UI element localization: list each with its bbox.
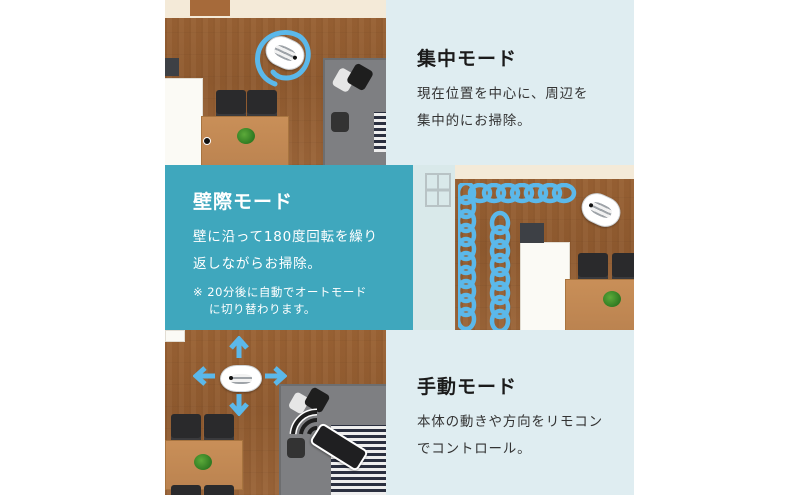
dining-table bbox=[565, 279, 634, 330]
spot-mode-desc-line2: 集中的にお掃除。 bbox=[417, 113, 532, 129]
edge-mode-title: 壁際モード bbox=[193, 191, 294, 213]
edge-mode-panel: 壁際モード 壁に沿って180度回転を繰り 返しながらお掃除。 ※ 20分後に自動… bbox=[165, 165, 413, 330]
chair bbox=[204, 485, 234, 495]
stool bbox=[520, 223, 544, 243]
wall-top bbox=[455, 165, 634, 179]
spot-mode-scene bbox=[165, 0, 386, 165]
edge-mode-desc-line2: 返しながらお掃除。 bbox=[193, 256, 322, 272]
spiral-path-icon bbox=[255, 30, 311, 87]
manual-mode-title: 手動モード bbox=[417, 376, 518, 398]
kitchen-island bbox=[520, 242, 570, 330]
kitchen-island bbox=[165, 78, 203, 165]
edge-mode-scene bbox=[413, 165, 634, 330]
edge-mode-text: 壁際モード 壁に沿って180度回転を繰り 返しながらお掃除。 ※ 20分後に自動… bbox=[193, 187, 378, 318]
plant bbox=[237, 128, 255, 144]
manual-mode-scene bbox=[165, 330, 386, 495]
wireless-signal-icon bbox=[289, 408, 318, 435]
mode-infographic: 集中モード 現在位置を中心に、周辺を 集中的にお掃除。 壁際モード 壁に沿って1… bbox=[165, 0, 634, 495]
spot-mode-title: 集中モード bbox=[417, 48, 518, 70]
rug bbox=[374, 112, 386, 152]
window-grid bbox=[425, 173, 451, 207]
edge-mode-note: ※ 20分後に自動でオートモード に切り替わります。 bbox=[193, 284, 378, 318]
wall-loop-path-icon bbox=[458, 183, 577, 330]
counter-corner bbox=[165, 330, 185, 342]
robot-cleaner bbox=[220, 365, 262, 392]
edge-mode-note-line2: に切り替わります。 bbox=[209, 302, 316, 316]
sink-knob bbox=[203, 137, 211, 145]
manual-mode-desc-line1: 本体の動きや方向をリモコン bbox=[417, 414, 603, 430]
chair bbox=[612, 253, 634, 281]
plant bbox=[603, 291, 621, 307]
manual-mode-text: 手動モード 本体の動きや方向をリモコン でコントロール。 bbox=[417, 372, 603, 463]
plant bbox=[194, 454, 212, 470]
cushion bbox=[331, 112, 349, 132]
chair bbox=[171, 414, 201, 442]
cushion bbox=[287, 438, 305, 458]
stool bbox=[165, 58, 179, 76]
spot-mode-desc-line1: 現在位置を中心に、周辺を bbox=[417, 86, 589, 102]
chair bbox=[578, 253, 608, 281]
direction-arrows-icon bbox=[193, 336, 287, 416]
chair bbox=[247, 90, 277, 118]
robot-cleaner bbox=[576, 187, 626, 233]
spot-mode-text: 集中モード 現在位置を中心に、周辺を 集中的にお掃除。 bbox=[417, 44, 588, 135]
chair bbox=[204, 414, 234, 442]
chair bbox=[216, 90, 246, 118]
chair bbox=[171, 485, 201, 495]
cabinet bbox=[190, 0, 230, 16]
manual-mode-desc-line2: でコントロール。 bbox=[417, 441, 532, 457]
edge-mode-note-line1: ※ 20分後に自動でオートモード bbox=[193, 285, 367, 299]
edge-mode-desc-line1: 壁に沿って180度回転を繰り bbox=[193, 229, 378, 245]
